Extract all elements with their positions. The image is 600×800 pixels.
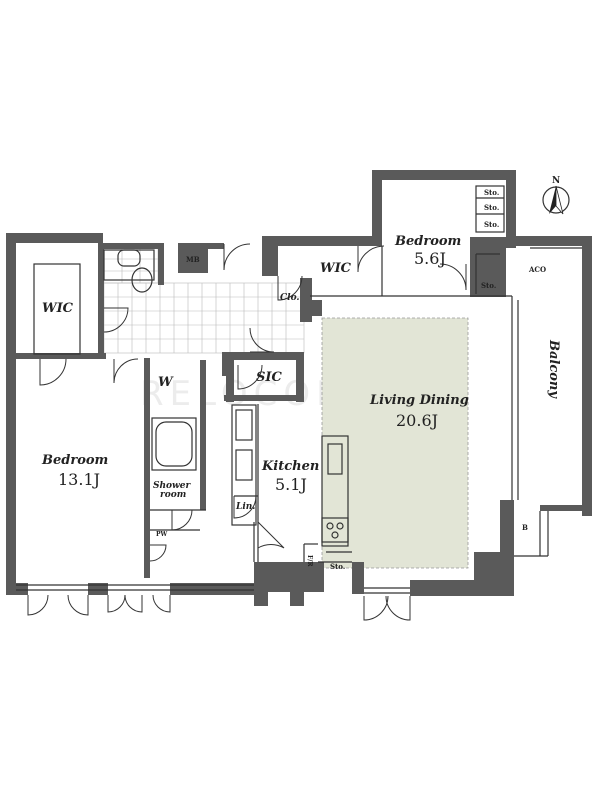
- bedroom-main-size: 13.1J: [58, 470, 100, 489]
- sto-kitchen-label: Sto.: [330, 562, 345, 571]
- sic-label: SIC: [256, 370, 282, 385]
- bedroom-main-title: Bedroom: [41, 453, 108, 468]
- shower-room-label-1: Shower: [153, 481, 192, 491]
- wic-upper-label: WIC: [320, 261, 352, 276]
- wic-left-label: WIC: [42, 301, 74, 316]
- living-floor-area: [321, 317, 469, 569]
- b-label: B: [522, 523, 528, 532]
- mb-label: MB: [186, 255, 200, 264]
- balcony-label: Balcony: [546, 339, 561, 399]
- north-label: N: [552, 176, 560, 186]
- w-label: W: [158, 375, 174, 390]
- sto-label-2: Sto.: [484, 203, 499, 212]
- interior-lines: [16, 185, 582, 594]
- kitchen-size: 5.1J: [275, 475, 307, 494]
- shower-room-label-2: room: [160, 490, 186, 500]
- aco-label: ACO: [528, 265, 546, 274]
- clo-label: Clo.: [280, 293, 300, 303]
- fr-label: F/R: [306, 555, 313, 567]
- bedroom-upper-size: 5.6J: [414, 249, 446, 268]
- walls: [6, 170, 592, 606]
- living-dining-title: Living Dining: [369, 393, 469, 408]
- bedroom-upper-title: Bedroom: [394, 234, 461, 249]
- kitchen-title: Kitchen: [261, 459, 319, 474]
- pw-label: PW: [156, 531, 168, 538]
- door-swings: [27, 243, 467, 621]
- sto-label-3: Sto.: [484, 220, 499, 229]
- living-dining-size: 20.6J: [396, 411, 438, 430]
- north-compass: N: [542, 176, 570, 215]
- sto-label-1: Sto.: [484, 188, 499, 197]
- sto-bedroom-label: Sto.: [481, 281, 496, 290]
- lin-label: Lin.: [235, 502, 255, 512]
